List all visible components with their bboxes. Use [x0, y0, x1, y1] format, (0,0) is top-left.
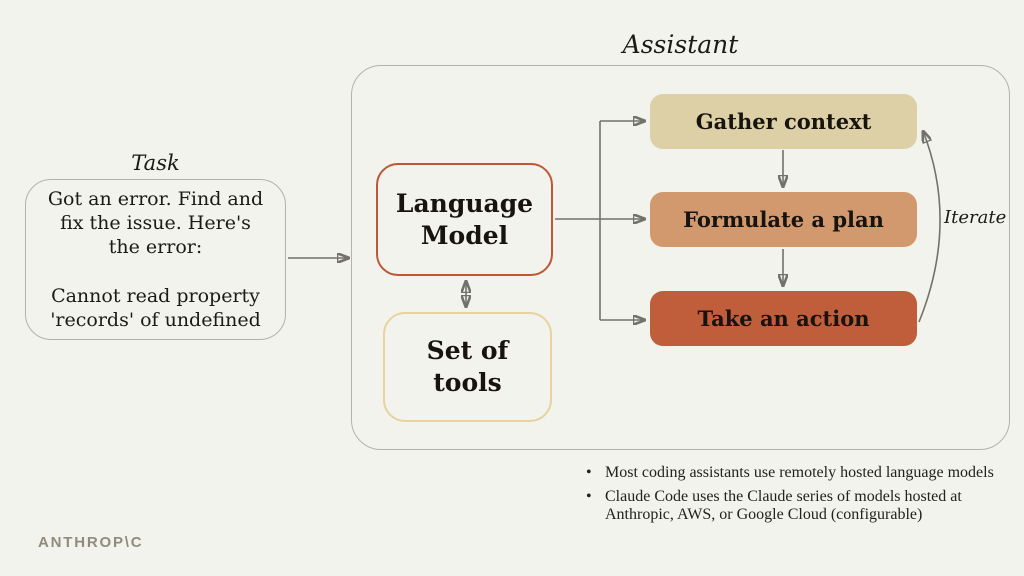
set-of-tools-box: Set of tools — [383, 312, 552, 422]
assistant-label: Assistant — [622, 30, 739, 59]
step-gather-context-label: Gather context — [695, 109, 872, 134]
anthropic-logo: ANTHROP\C — [38, 534, 144, 551]
note-item: • Claude Code uses the Claude series of … — [584, 488, 998, 524]
set-of-tools-label: Set of tools — [426, 336, 509, 397]
note-item: • Most coding assistants use remotely ho… — [584, 464, 998, 482]
task-text: Got an error. Find and fix the issue. He… — [47, 188, 264, 331]
step-take-action-label: Take an action — [697, 306, 870, 331]
language-model-box: Language Model — [376, 163, 553, 276]
iterate-label: Iterate — [944, 207, 1007, 228]
step-formulate-plan-label: Formulate a plan — [683, 207, 884, 232]
step-formulate-plan: Formulate a plan — [650, 192, 917, 247]
notes-list: • Most coding assistants use remotely ho… — [584, 464, 998, 530]
step-gather-context: Gather context — [650, 94, 917, 149]
bullet-icon: • — [586, 487, 592, 505]
step-take-action: Take an action — [650, 291, 917, 346]
language-model-label: Language Model — [395, 188, 534, 250]
note-text: Claude Code uses the Claude series of mo… — [605, 487, 962, 523]
task-box: Got an error. Find and fix the issue. He… — [25, 179, 286, 340]
assistant-container — [351, 65, 1010, 450]
task-label: Task — [131, 151, 180, 175]
note-text: Most coding assistants use remotely host… — [605, 464, 994, 481]
bullet-icon: • — [586, 464, 592, 481]
